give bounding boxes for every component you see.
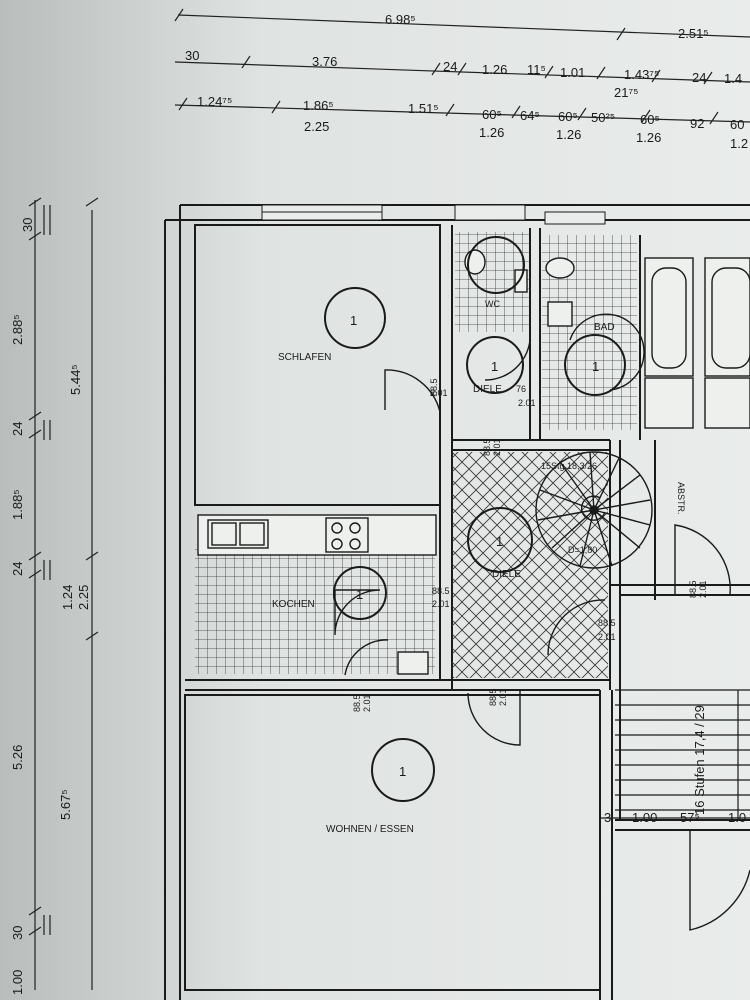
dim-top-698: 6.98⁵ — [385, 12, 416, 27]
door-dim-kueche-b: 2.01 — [362, 694, 372, 712]
dim-24b: 24 — [692, 70, 706, 85]
door-dim-low-a: 88.5 — [482, 438, 492, 456]
door-dim-kochen-a: 88.5 — [432, 586, 450, 596]
dim-124: 1.24⁷⁵ — [197, 94, 232, 109]
label-stufen: 16 Stufen 17,4 / 29 — [692, 705, 707, 815]
door-dim-kochen-b: 2.01 — [432, 599, 450, 609]
room-number-diele: 1 — [496, 534, 503, 549]
door-dim-stair-b: 2.01 — [598, 632, 616, 642]
room-numbers: 1 1 1 1 1 1 — [350, 313, 599, 779]
door-dim-abstr-a: 88.5 — [688, 580, 698, 598]
dim-186: 1.86⁵ — [303, 98, 334, 113]
dim-21: 21⁷⁵ — [614, 85, 639, 100]
label-wohnen: WOHNEN / ESSEN — [326, 824, 414, 835]
door-dim-stair-a: 88.5 — [598, 618, 616, 628]
left-dimension-lines — [28, 197, 99, 990]
label-abstr: ABSTR. — [676, 482, 686, 515]
dim-115: 11⁵ — [527, 62, 546, 77]
dim-126c: 1.26 — [556, 127, 581, 142]
door-dim-kueche-a: 88.5 — [352, 694, 362, 712]
kitchen-counter — [197, 514, 437, 675]
door-dim-low-b: 2.01 — [492, 438, 502, 456]
label-stair: 15Stg.18,3/26 — [541, 461, 597, 471]
label-bad: BAD — [594, 322, 615, 333]
kitchen-floor-tiles — [195, 548, 435, 674]
dim-left-567: 5.67⁵ — [58, 789, 73, 820]
dim-376: 3.76 — [312, 54, 337, 69]
label-diele: DIELE — [492, 569, 521, 580]
dim-126a: 1.26 — [482, 62, 507, 77]
door-dim-schlafen-b: 2.01 — [430, 388, 448, 398]
door-dim-diele-top-b: 2.01 — [518, 398, 536, 408]
dim-left-24a: 24 — [10, 422, 25, 436]
dim-left-124: 1.24 — [60, 585, 75, 610]
dim-br-10: 1.0 — [728, 810, 746, 825]
door-dim-diele-top-a: 76 — [516, 384, 526, 394]
doors — [334, 313, 750, 931]
dim-101: 1.01 — [560, 65, 585, 80]
door-dim-wohnen-b: 2.01 — [498, 688, 508, 706]
dim-225top: 2.25 — [304, 119, 329, 134]
dim-92: 92 — [690, 116, 704, 131]
dim-126b: 1.26 — [479, 125, 504, 140]
top-dimension-labels: 6.98⁵ 2.51⁵ 30 3.76 24 1.26 11⁵ 1.01 1.4… — [185, 12, 748, 151]
sanitary-fixtures — [464, 249, 750, 429]
label-schlafen: SCHLAFEN — [278, 352, 331, 363]
dim-left-225: 2.25 — [76, 585, 91, 610]
label-wc: WC — [485, 299, 500, 309]
dim-5025: 50²⁵ — [591, 110, 615, 125]
dim-30: 30 — [185, 48, 199, 63]
top-windows — [261, 204, 606, 225]
room-number-diele-top: 1 — [491, 359, 498, 374]
dim-12: 1.2 — [730, 136, 748, 151]
left-dimension-labels: 30 2.88⁵ 5.44⁵ 24 1.88⁵ 24 1.24 2.25 5.2… — [10, 218, 91, 995]
dim-left-24b: 24 — [10, 562, 25, 576]
door-dimensions: 88.5 2.01 76 2.01 88.5 2.01 88.5 2.01 88… — [352, 378, 708, 712]
dim-left-288: 2.88⁵ — [10, 314, 25, 345]
dim-126d: 1.26 — [636, 130, 661, 145]
dim-left-30a: 30 — [20, 218, 35, 232]
room-number-wohnen: 1 — [399, 764, 406, 779]
door-dim-wohnen-a: 88.5 — [488, 688, 498, 706]
straight-stair — [615, 689, 750, 820]
dim-br-57: 57⁵ — [680, 810, 700, 825]
dim-left-188: 1.88⁵ — [10, 489, 25, 520]
room-labels: SCHLAFEN KOCHEN WOHNEN / ESSEN DIELE DIE… — [272, 299, 707, 835]
room-number-kochen: 1 — [356, 587, 363, 602]
dim-br-100: 1.00 — [632, 810, 657, 825]
label-stair-diameter: D=1,80 — [568, 545, 597, 555]
dim-60: 60 — [730, 117, 744, 132]
room-number-circles — [324, 236, 626, 802]
spiral-stair — [535, 451, 653, 569]
bottom-right-dimensions: 3 1.00 57⁵ 1.0 — [600, 810, 750, 825]
dim-left-544: 5.44⁵ — [68, 364, 83, 395]
diele-floor-tiles — [452, 452, 608, 678]
dim-605b: 60⁵ — [558, 109, 578, 124]
dim-left-526: 5.26 — [10, 745, 25, 770]
dim-top-251: 2.51⁵ — [678, 26, 709, 41]
dim-605a: 60⁵ — [482, 107, 502, 122]
dim-left-30b: 30 — [10, 926, 25, 940]
dim-151: 1.51⁵ — [408, 101, 439, 116]
dim-br-3: 3 — [604, 810, 611, 825]
dim-14: 1.4 — [724, 71, 742, 86]
room-number-bad: 1 — [592, 359, 599, 374]
room-number-schlafen: 1 — [350, 313, 357, 328]
dim-left-100: 1.00 — [10, 970, 25, 995]
dim-605c: 60⁵ — [640, 112, 660, 127]
dim-645: 64⁵ — [520, 108, 540, 123]
door-dim-schlafen-a: 88.5 — [429, 378, 439, 396]
door-dim-abstr-b: 2.01 — [698, 580, 708, 598]
dim-24a: 24 — [443, 59, 457, 74]
label-kochen: KOCHEN — [272, 599, 315, 610]
dim-143: 1.43⁷⁵ — [624, 67, 659, 82]
label-diele-top: DIELE — [473, 384, 502, 395]
top-dimension-lines — [174, 8, 750, 125]
